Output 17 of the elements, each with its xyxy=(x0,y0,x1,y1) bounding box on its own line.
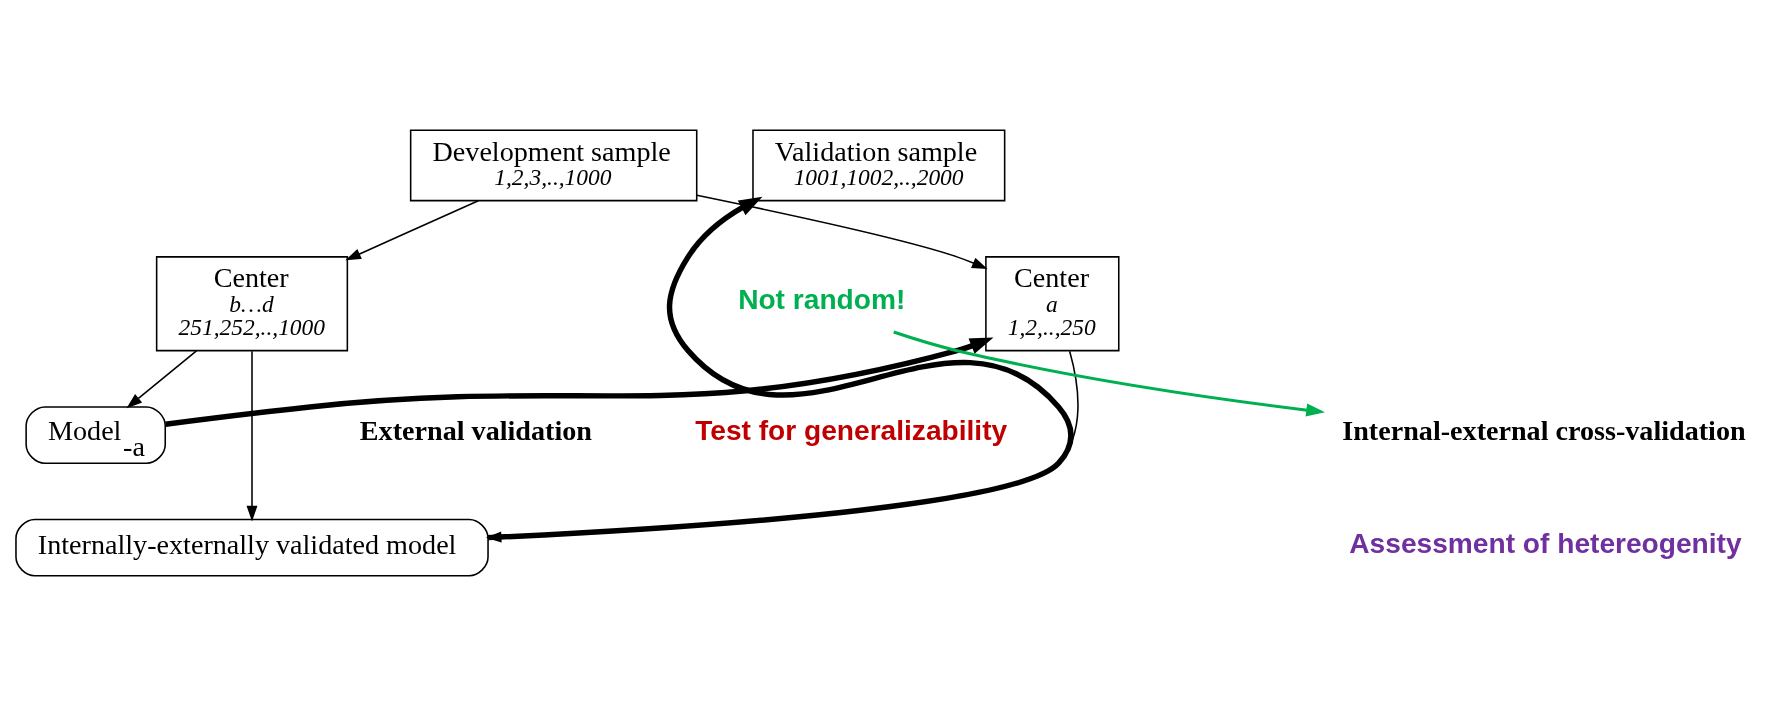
arrow xyxy=(893,330,1326,417)
arrow xyxy=(165,337,994,427)
arrow xyxy=(696,194,988,269)
node-box: Center a 1,2,..,250 xyxy=(985,255,1120,351)
label: Assessment of hetereogenity xyxy=(1349,527,1742,559)
label: Test for generalizability xyxy=(695,414,1008,446)
node-box: Internally-externally validated model xyxy=(15,518,489,577)
node-text: Internal-external cross-validation xyxy=(1342,414,1746,446)
arrow xyxy=(126,349,198,408)
node-box: Center b…d 251,252,..,1000 xyxy=(155,255,349,351)
arrow xyxy=(345,199,480,260)
label: External validation xyxy=(359,414,592,446)
arrow xyxy=(246,349,258,521)
node-box: Validation sample 1001,1002,..,2000 xyxy=(752,128,1006,201)
arrow xyxy=(488,196,1073,540)
node-box: Development sample 1,2,3,..,1000 xyxy=(409,128,698,201)
node-text: Not random! xyxy=(738,283,906,315)
